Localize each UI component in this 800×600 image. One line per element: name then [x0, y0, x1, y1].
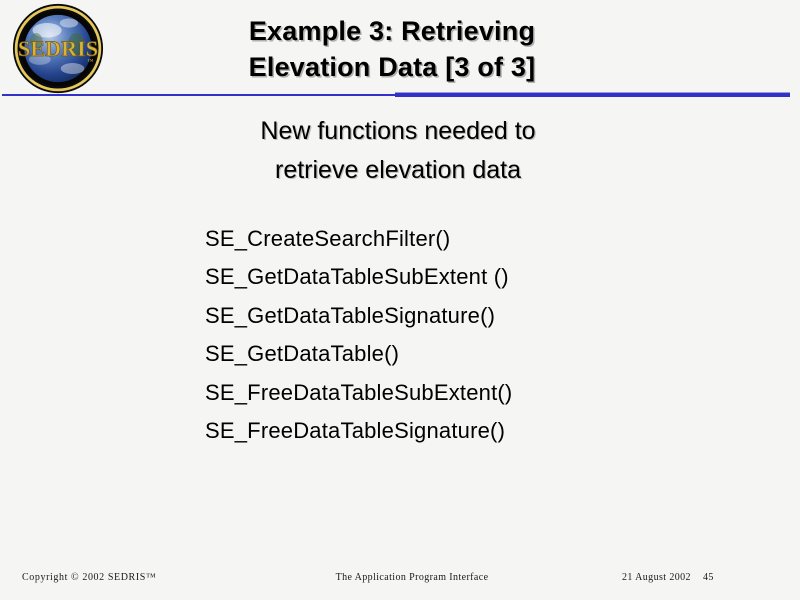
footer-copyright: Copyright © 2002 SEDRIS™: [22, 572, 157, 583]
subtitle-line2: retrieve elevation data: [275, 156, 521, 184]
function-item: SE_CreateSearchFilter(): [205, 226, 451, 251]
logo-trademark: ™: [87, 58, 93, 65]
header-rule-right: [395, 92, 790, 97]
sedris-globe-icon: SEDRIS ™: [12, 3, 104, 94]
function-item: SE_GetDataTableSignature(): [205, 302, 496, 328]
slide-title-line1: Example 3: Retrieving: [248, 16, 536, 46]
slide-title-line2: Elevation Data [3 of 3]: [248, 52, 536, 82]
footer-deck-title: The Application Program Interface: [335, 572, 489, 583]
footer-date-slide: 21 August 2002 45: [622, 572, 714, 583]
subtitle-line1: New functions needed to: [260, 117, 536, 145]
footer-date: 21 August 2002: [622, 572, 691, 583]
function-item: SE_FreeDataTableSignature(): [205, 418, 506, 444]
slide-title: Example 3: Retrieving Elevation Data [3 …: [112, 13, 672, 85]
function-item: SE_GetDataTableSubExtent (): [205, 264, 509, 290]
function-list: SE_CreateSearchFilter() SE_GetDataTableS…: [205, 220, 512, 450]
slide-subtitle: New functions needed to retrieve elevati…: [0, 112, 796, 190]
function-item: SE_FreeDataTableSubExtent(): [205, 379, 513, 405]
function-item: SE_GetDataTable(): [205, 341, 400, 367]
sedris-logo: SEDRIS ™: [12, 3, 104, 94]
header-rule-left: [2, 94, 395, 96]
logo-wordmark: SEDRIS: [18, 37, 98, 61]
footer-slide-number: 45: [702, 572, 714, 583]
